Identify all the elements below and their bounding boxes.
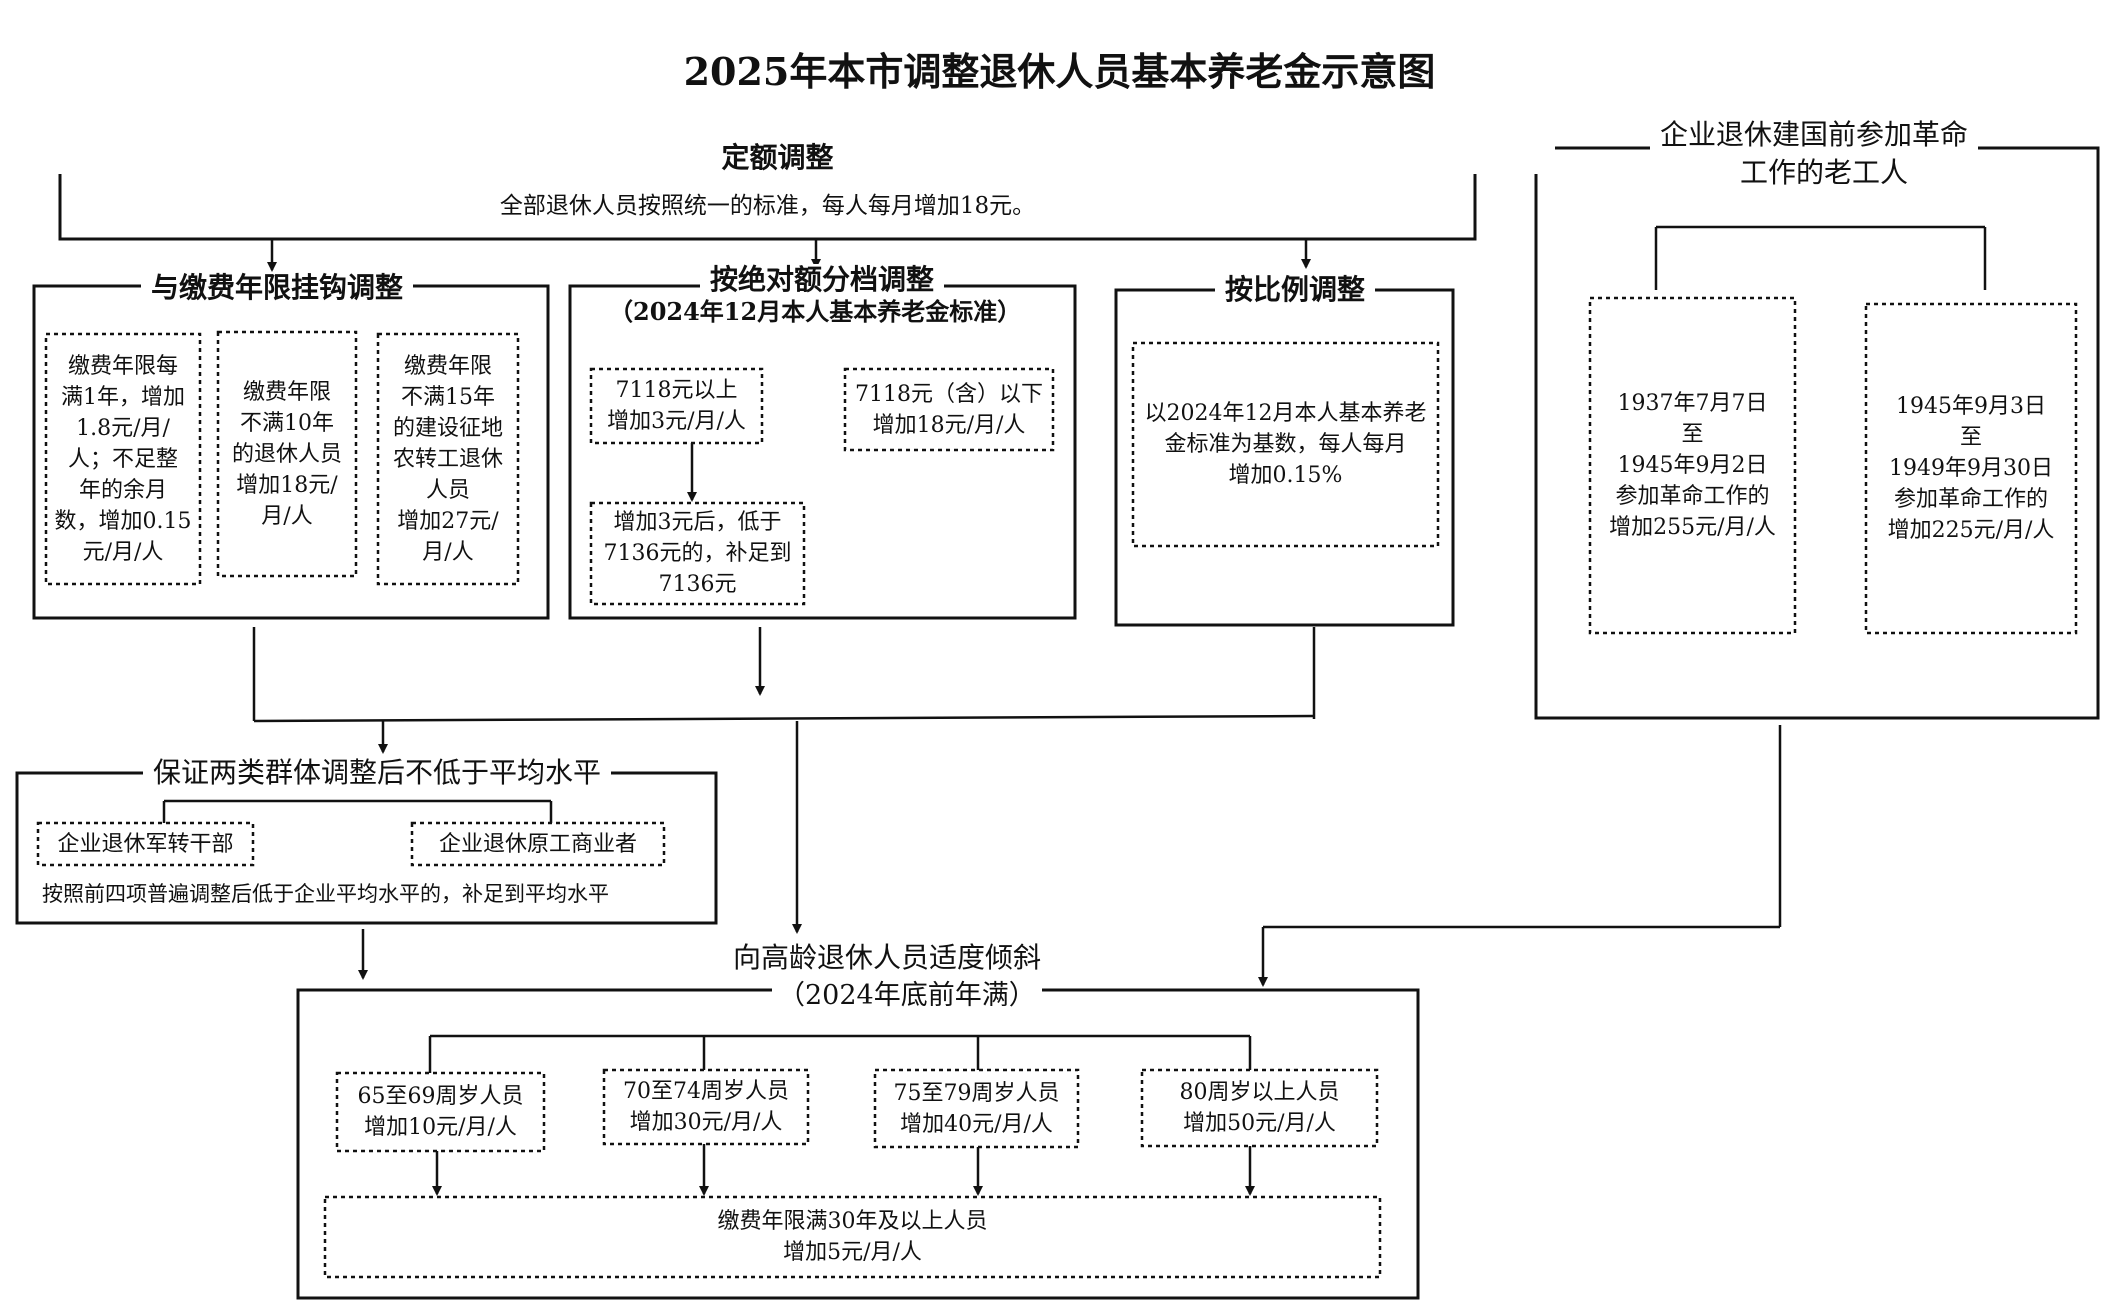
box-text-line: 人员 [425, 477, 470, 503]
box-text-line: 增加30元/月/人 [629, 1110, 783, 1135]
box-text-line: 人；不足整 [67, 446, 178, 472]
box-text-line: 增加40元/月/人 [900, 1111, 1053, 1137]
veterans-box-1937: 1937年7月7日至 1945年9月2日参加革命工作的增加255元/月/人 [1590, 298, 1795, 633]
box-text-line: 缴费年限满30年及以上人员 [717, 1209, 988, 1234]
elderly-30-years-box: 缴费年限满30年及以上人员增加5元/月/人 [325, 1197, 1380, 1277]
veterans-box-1945: 1945年9月3日至 1949年9月30日参加革命工作的增加225元/月/人 [1866, 304, 2076, 633]
box-text-line: 7118元（含）以下 [855, 381, 1043, 407]
guarantee-note: 按照前四项普遍调整后低于企业平均水平的，补足到平均水平 [42, 882, 609, 906]
box-text-line: 月/人 [422, 539, 474, 565]
box-text-line: 元/月/人 [82, 539, 164, 565]
elderly-age-80-plus: 80周岁以上人员增加50元/月/人 [1142, 1070, 1377, 1146]
contribution-box-under-15: 缴费年限不满15年的建设征地农转工退休人员增加27元/月/人 [378, 334, 518, 584]
contribution-heading: 与缴费年限挂钩调整 [141, 271, 414, 305]
box-text-line: 增加225元/月/人 [1887, 518, 2055, 543]
box-text-line: 缴费年限 [403, 353, 492, 379]
box-text-line: 参加革命工作的 [1893, 487, 2048, 512]
box-text-line: 7136元的，补足到 [603, 541, 792, 566]
ratio-box: 以2024年12月本人基本养老金标准为基数，每人每月增加0.15% [1133, 343, 1438, 546]
box-text-line: 的建设征地 [392, 415, 503, 441]
box-text-line: 1937年7月7日 [1617, 391, 1768, 416]
box-text-line: 1945年9月3日 [1896, 394, 2046, 419]
ratio-heading: 按比例调整 [1215, 273, 1376, 307]
box-text-line: 65至69周岁人员 [357, 1084, 524, 1109]
box-text-line: 增加5元/月/人 [783, 1240, 922, 1265]
box-text-line: 不满10年 [240, 410, 334, 436]
box-text-line: 至 [1959, 425, 1982, 450]
box-text-line: 增加255元/月/人 [1609, 515, 1776, 540]
box-text-line: 缴费年限每 [67, 353, 178, 379]
box-text-line: 参加革命工作的 [1615, 484, 1770, 509]
box-text-line: 企业退休军转干部 [57, 831, 234, 857]
absolute-above-box: 7118元以上增加3元/月/人 [591, 369, 762, 443]
box-text-line: 缴费年限 [242, 379, 331, 405]
veterans-subheading: 工作的老工人 [1740, 156, 1909, 189]
absolute-heading: 按绝对额分档调整 [700, 263, 945, 297]
box-text-line: 70至74周岁人员 [623, 1079, 789, 1104]
guarantee-group-merchants: 企业退休原工商业者 [412, 823, 664, 865]
box-text-line: 年的余月 [78, 477, 167, 503]
box-text-line: 增加10元/月/人 [364, 1115, 517, 1140]
elderly-age-70-74: 70至74周岁人员增加30元/月/人 [604, 1070, 808, 1144]
elderly-age-65-69: 65至69周岁人员增加10元/月/人 [337, 1073, 544, 1151]
box-text-line: 增加18元/月/人 [872, 412, 1026, 438]
box-text-line: 金标准为基数，每人每月 [1164, 432, 1407, 457]
fixed-heading-text: 定额调整 [711, 141, 844, 174]
contribution-box-under-10: 缴费年限不满10年的退休人员增加18元/月/人 [218, 332, 356, 576]
fixed-heading: 定额调整 [0, 141, 1555, 175]
box-text-line: 不满15年 [401, 384, 495, 410]
absolute-below-box: 7118元（含）以下增加18元/月/人 [845, 369, 1053, 450]
box-text-line: 增加3元后，低于 [613, 510, 782, 535]
box-text-line: 增加0.15% [1228, 463, 1343, 488]
box-text-line: 增加50元/月/人 [1183, 1111, 1336, 1136]
box-text-line: 75至79周岁人员 [893, 1080, 1060, 1106]
box-text-line: 7118元以上 [615, 378, 738, 403]
box-text-line: 月/人 [261, 503, 313, 529]
box-text-line: 满1年，增加 [61, 384, 185, 410]
elderly-age-75-79: 75至79周岁人员增加40元/月/人 [875, 1070, 1078, 1147]
box-text-line: 增加18元/ [236, 472, 338, 498]
box-text-line: 以2024年12月本人基本养老 [1144, 401, 1427, 426]
elderly-heading: 向高龄退休人员适度倾斜 [723, 941, 1052, 975]
absolute-topup-box: 增加3元后，低于 7136元的，补足到 7136元 [591, 503, 804, 604]
box-text-line: 农转工退休 [392, 446, 503, 472]
fixed-text: 全部退休人员按照统一的标准，每人每月增加18元。 [499, 193, 1036, 219]
box-text-line: 增加27元/ [397, 508, 499, 534]
box-text-line: 至 [1681, 422, 1704, 447]
absolute-subheading: （2024年12月本人基本养老金标准） [603, 298, 1028, 326]
veterans-heading: 企业退休建国前参加革命 [1650, 118, 1979, 152]
box-text-line: 80周岁以上人员 [1179, 1080, 1340, 1105]
page-title: 2025年本市调整退休人员基本养老金示意图 [683, 49, 1436, 94]
box-text-line: 增加3元/月/人 [607, 409, 746, 434]
box-text-line: 数，增加0.15 [54, 508, 192, 534]
contribution-box-per-year: 缴费年限每满1年，增加 1.8元/月/人；不足整年的余月数，增加0.15 元/月/人 [46, 334, 200, 584]
elderly-subheading: （2024年底前年满） [772, 980, 1042, 1012]
guarantee-heading: 保证两类群体调整后不低于平均水平 [143, 756, 612, 790]
box-text-line: 1945年9月2日 [1617, 453, 1768, 478]
box-text-line: 的退休人员 [231, 441, 342, 467]
box-text-line: 7136元 [658, 572, 737, 597]
box-text-line: 企业退休原工商业者 [438, 831, 637, 857]
guarantee-group-military: 企业退休军转干部 [38, 823, 253, 865]
box-text-line: 1.8元/月/ [76, 415, 170, 441]
box-text-line: 1949年9月30日 [1889, 456, 2053, 481]
